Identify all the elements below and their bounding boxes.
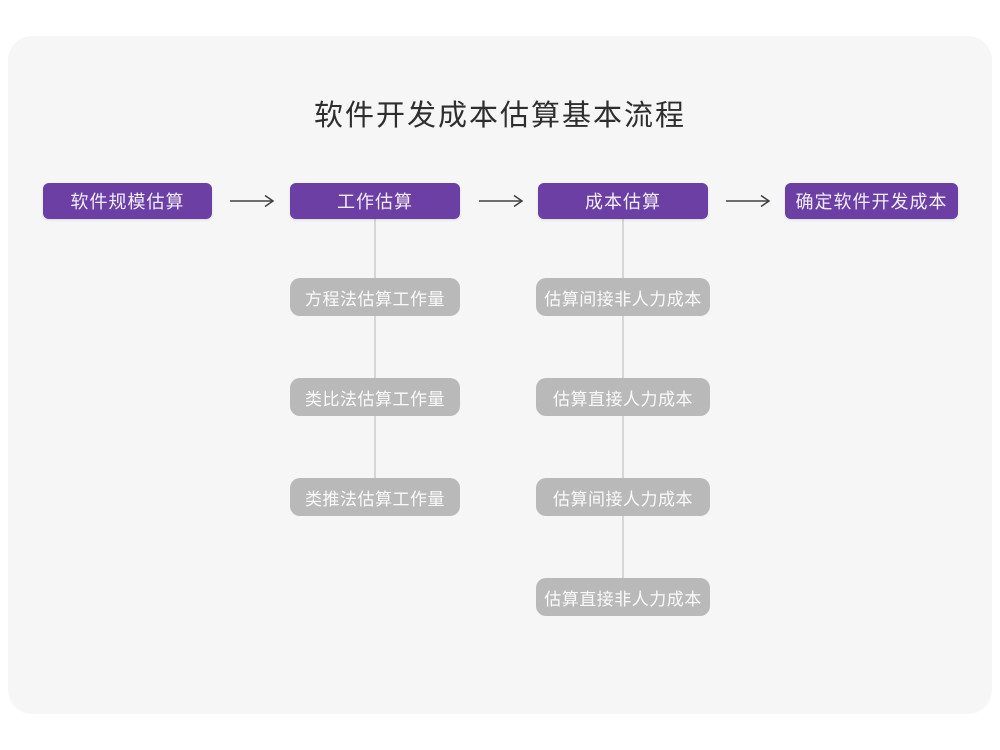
stage-effort-estimation[interactable]: 工作估算 <box>290 183 460 219</box>
subnode-comparison-method[interactable]: 类比法估算工作量 <box>290 378 460 416</box>
subnode-indirect-nonlabor-cost[interactable]: 估算间接非人力成本 <box>536 278 710 316</box>
subnode-indirect-labor-cost[interactable]: 估算间接人力成本 <box>536 478 710 516</box>
page-title: 软件开发成本估算基本流程 <box>313 100 686 132</box>
connector-line-effort <box>374 219 376 478</box>
right-arrow-icon <box>230 194 275 208</box>
right-arrow-icon <box>479 194 524 208</box>
stage-software-size-estimation[interactable]: 软件规模估算 <box>43 183 212 219</box>
subnode-direct-nonlabor-cost[interactable]: 估算直接非人力成本 <box>536 578 710 616</box>
subnode-equation-method[interactable]: 方程法估算工作量 <box>290 278 460 316</box>
subnode-direct-labor-cost[interactable]: 估算直接人力成本 <box>536 378 710 416</box>
right-arrow-icon <box>726 194 771 208</box>
stage-final-development-cost[interactable]: 确定软件开发成本 <box>785 183 958 219</box>
stage-cost-estimation[interactable]: 成本估算 <box>538 183 708 219</box>
subnode-analogy-method[interactable]: 类推法估算工作量 <box>290 478 460 516</box>
diagram-canvas: 软件开发成本估算基本流程 软件规模估算 工作估算 成本估算 确定软件开发成本 方… <box>8 36 992 714</box>
